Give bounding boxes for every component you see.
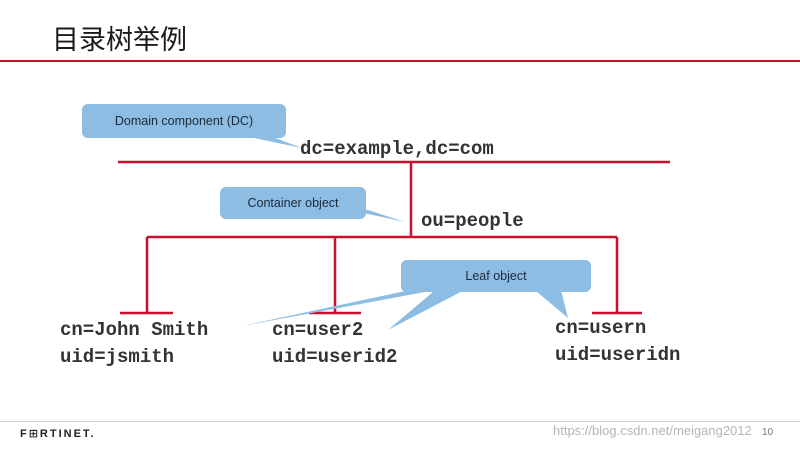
leafn-uid-label: uid=useridn bbox=[555, 344, 681, 366]
footer-divider bbox=[0, 421, 800, 422]
leaf1-cn-label: cn=John Smith bbox=[60, 319, 209, 341]
leafn-cn-label: cn=usern bbox=[555, 317, 647, 339]
leaf-callout: Leaf object bbox=[401, 260, 591, 292]
leaf-callout-pointer-3 bbox=[530, 286, 568, 318]
container-callout: Container object bbox=[220, 187, 366, 219]
dc-callout: Domain component (DC) bbox=[82, 104, 286, 138]
page-number: 10 bbox=[762, 427, 774, 438]
leaf1-uid-label: uid=jsmith bbox=[60, 346, 175, 368]
fortinet-logo: F⊞RTINET. bbox=[20, 428, 96, 440]
title-divider bbox=[0, 60, 800, 62]
leaf-callout-pointer-1 bbox=[242, 284, 468, 326]
root-node-label: dc=example,dc=com bbox=[300, 138, 494, 160]
leaf2-cn-label: cn=user2 bbox=[272, 319, 364, 341]
leaf2-uid-label: uid=userid2 bbox=[272, 346, 398, 368]
container-node-label: ou=people bbox=[421, 210, 524, 232]
page-title: 目录树举例 bbox=[52, 25, 187, 56]
leaf-callout-pointer-2 bbox=[388, 286, 472, 330]
watermark: https://blog.csdn.net/meigang2012 bbox=[553, 423, 752, 438]
